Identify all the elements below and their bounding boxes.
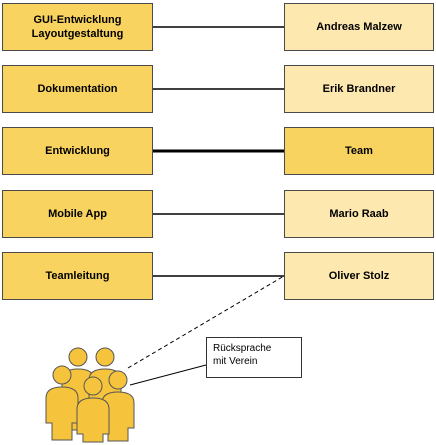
person-label: Erik Brandner — [322, 83, 396, 95]
task-label: Mobile App — [48, 208, 107, 220]
dashed-connector-group-stolz — [127, 275, 285, 369]
person-label: Mario Raab — [329, 208, 389, 220]
connector-group-note — [129, 364, 207, 386]
task-label: Dokumentation — [37, 83, 118, 95]
people-group-icon — [45, 347, 135, 443]
person-box-andreas-malzew: Andreas Malzew — [284, 3, 434, 51]
task-box-dokumentation: Dokumentation — [2, 65, 153, 113]
person-label: Andreas Malzew — [316, 21, 402, 33]
task-label-line-2: Layoutgestaltung — [31, 28, 124, 40]
person-box-erik-brandner: Erik Brandner — [284, 65, 434, 113]
person-box-team: Team — [284, 127, 434, 175]
task-label-line-1: GUI-Entwicklung — [33, 14, 122, 26]
person-box-mario-raab: Mario Raab — [284, 190, 434, 238]
task-box-teamleitung: Teamleitung — [2, 252, 153, 300]
task-label: Teamleitung — [45, 270, 110, 282]
task-box-entwicklung: Entwicklung — [2, 127, 153, 175]
note-line-2: mit Verein — [213, 356, 258, 367]
note-box-ruecksprache: Rücksprache mit Verein — [206, 337, 302, 378]
task-box-mobile-app: Mobile App — [2, 190, 153, 238]
person-box-oliver-stolz: Oliver Stolz — [284, 252, 434, 300]
person-label: Oliver Stolz — [328, 270, 390, 282]
note-line-1: Rücksprache — [213, 343, 272, 354]
task-label: Entwicklung — [45, 145, 110, 157]
task-box-gui-entwicklung: GUI-Entwicklung Layoutgestaltung — [2, 3, 153, 51]
person-label: Team — [345, 145, 373, 157]
